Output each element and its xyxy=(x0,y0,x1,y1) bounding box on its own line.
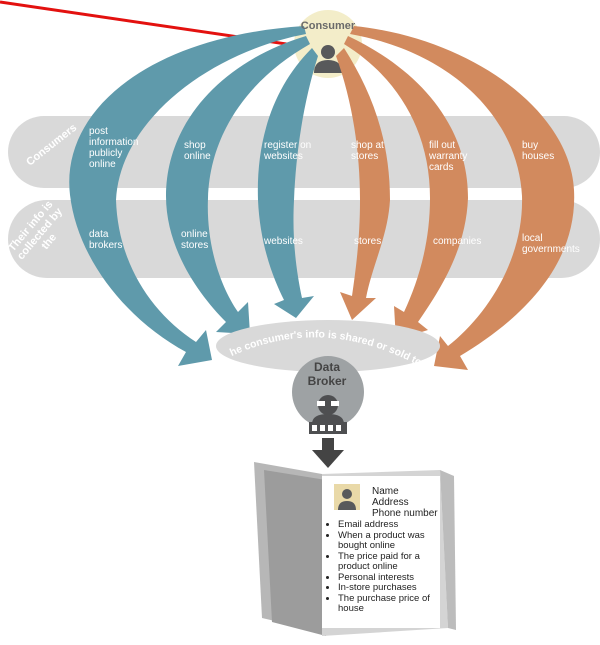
action-label-3: register on websites xyxy=(264,140,312,162)
broker-report: Name Address Phone number Email address … xyxy=(322,476,440,628)
collector-label-3: websites xyxy=(264,236,303,247)
collector-label-2: online stores xyxy=(181,229,209,251)
action-label-5: fill out warranty cards xyxy=(429,140,468,173)
action-label-2: shop online xyxy=(184,140,211,162)
report-avatar xyxy=(334,484,360,510)
flow-arrow-1 xyxy=(69,26,306,366)
flow-arrow-2 xyxy=(166,36,310,334)
collector-label-6: local governments xyxy=(522,233,580,255)
report-phone: Phone number xyxy=(372,508,438,519)
report-item: Personal interests xyxy=(338,572,442,584)
person-icon xyxy=(314,45,342,73)
report-address: Address xyxy=(372,497,409,508)
broker-film-strip-icon xyxy=(309,422,347,434)
report-person-icon xyxy=(338,489,356,510)
flow-arrow-4 xyxy=(336,48,390,320)
broker-label: Data Broker xyxy=(307,360,347,388)
broker-glasses-icon xyxy=(312,395,344,424)
report-item: In-store purchases xyxy=(338,582,442,594)
report-identity: Name Address Phone number xyxy=(372,486,438,519)
shared-oval xyxy=(216,320,440,372)
action-label-4: shop at stores xyxy=(351,140,384,162)
collector-label-4: stores xyxy=(354,236,382,247)
action-label-1: post information publicly online xyxy=(89,126,139,170)
action-label-6: buy houses xyxy=(522,140,555,162)
flow-arrow-6 xyxy=(350,26,575,370)
report-item: When a product was bought online xyxy=(338,530,442,552)
report-item: The purchase price of house xyxy=(338,593,442,615)
consumer-label: Consumer xyxy=(300,20,356,32)
report-item: Email address xyxy=(338,519,442,531)
report-items: Email address When a product was bought … xyxy=(326,519,442,615)
flow-arrow-3 xyxy=(257,48,318,318)
down-arrow-icon xyxy=(312,438,344,468)
broker-circle xyxy=(292,356,364,428)
flow-arrow-5 xyxy=(344,36,468,340)
report-item: The price paid for a product online xyxy=(338,551,442,573)
collector-label-1: data brokers xyxy=(89,229,123,251)
collector-label-5: companies xyxy=(433,236,482,247)
report-name: Name xyxy=(372,486,399,497)
